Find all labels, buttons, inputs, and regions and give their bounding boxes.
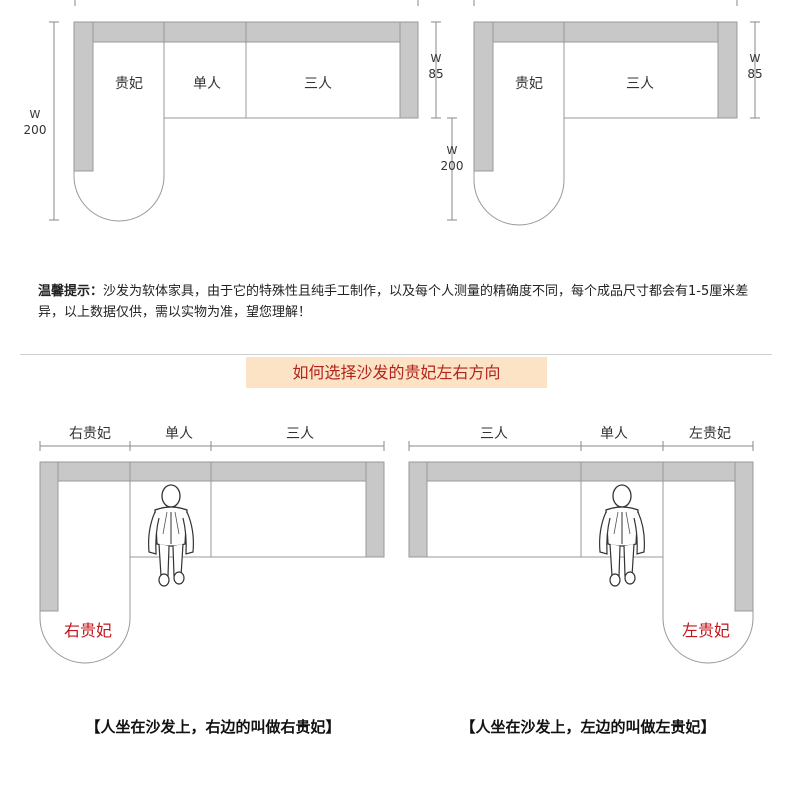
top-left-triple-label: 三人 <box>304 76 332 92</box>
seated-person-icon <box>147 484 195 587</box>
top-right-depth-value: 85 <box>747 67 762 81</box>
top-right-triple-label: 三人 <box>626 76 654 92</box>
section-banner: 如何选择沙发的贵妃左右方向 <box>246 357 547 388</box>
bottom-right-dim-triple: 三人 <box>480 426 508 442</box>
bottom-left-dim-single: 单人 <box>165 426 193 442</box>
notice-lead: 温馨提示： <box>38 284 104 299</box>
section-divider <box>20 354 772 355</box>
top-left-chaise-label: 贵妃 <box>115 76 143 92</box>
bottom-right-dim-single: 单人 <box>600 426 628 442</box>
bottom-left-chaise-label: 右贵妃 <box>64 621 112 640</box>
bottom-right-caption: 【人坐在沙发上，左边的叫做左贵妃】 <box>460 718 716 736</box>
top-right-chaise-label: 贵妃 <box>515 76 543 92</box>
top-left-length-prefix: W <box>30 108 41 121</box>
top-left-sofa <box>49 0 441 222</box>
bottom-right-dim-chaise: 左贵妃 <box>689 426 731 442</box>
top-right-depth-prefix: W <box>750 52 761 65</box>
bottom-right-sofa <box>408 441 754 664</box>
top-left-depth-value: 85 <box>428 67 443 81</box>
seated-person-icon <box>598 484 646 587</box>
bottom-left-dim-triple: 三人 <box>286 426 314 442</box>
bottom-right-chaise-label: 左贵妃 <box>682 621 730 640</box>
notice-body: 沙发为软体家具，由于它的特殊性且纯手工制作，以及每个人测量的精确度不同，每个成品… <box>38 284 749 320</box>
top-left-single-label: 单人 <box>193 76 221 92</box>
top-left-depth-prefix: W <box>431 52 442 65</box>
top-right-sofa <box>447 0 760 226</box>
top-right-length-prefix: W <box>447 144 458 157</box>
bottom-left-caption: 【人坐在沙发上，右边的叫做右贵妃】 <box>85 718 341 736</box>
bottom-left-sofa <box>39 441 385 664</box>
bottom-left-dim-chaise: 右贵妃 <box>69 426 111 442</box>
top-left-length-value: 200 <box>24 123 47 137</box>
notice-text: 温馨提示：沙发为软体家具，由于它的特殊性且纯手工制作，以及每个人测量的精确度不同… <box>38 281 758 323</box>
top-right-length-value: 200 <box>441 159 464 173</box>
